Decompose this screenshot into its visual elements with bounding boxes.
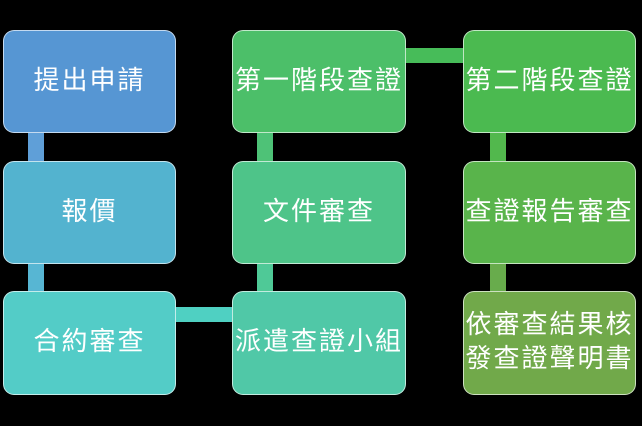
connector-report-to-statement bbox=[490, 260, 506, 296]
flow-step-label: 依審查結果核 發查證聲明書 bbox=[465, 310, 634, 374]
connector-submit-to-quotation bbox=[28, 129, 44, 165]
flow-step-dispatch-verification-team: 派遣查證小組 bbox=[232, 291, 406, 395]
flow-step-contract-review: 合約審查 bbox=[3, 291, 176, 395]
flow-step-label: 合約審查 bbox=[33, 327, 146, 358]
flow-step-quotation: 報價 bbox=[3, 161, 176, 264]
flow-step-label: 第二階段查證 bbox=[465, 65, 634, 96]
flow-step-label: 第一階段查證 bbox=[234, 65, 403, 96]
connector-stage1-to-stage2 bbox=[401, 48, 468, 63]
flow-step-submit-application: 提出申請 bbox=[3, 30, 176, 133]
flow-step-label: 派遣查證小組 bbox=[234, 327, 403, 358]
flow-step-stage2-verification: 第二階段查證 bbox=[463, 30, 636, 133]
flow-step-label: 提出申請 bbox=[33, 65, 146, 96]
flow-step-label: 查證報告審查 bbox=[465, 196, 634, 227]
connector-document-to-stage1 bbox=[257, 129, 273, 165]
connector-dispatch-to-document bbox=[257, 260, 273, 296]
flow-step-issue-verification-statement: 依審查結果核 發查證聲明書 bbox=[463, 291, 636, 395]
connector-quotation-to-contract bbox=[28, 260, 44, 296]
flow-step-label: 報價 bbox=[61, 196, 118, 227]
flow-step-label: 文件審查 bbox=[262, 196, 375, 227]
flow-step-verification-report-review: 查證報告審查 bbox=[463, 161, 636, 264]
flow-step-stage1-verification: 第一階段查證 bbox=[232, 30, 406, 133]
connector-stage2-to-report bbox=[490, 129, 506, 165]
flow-step-document-review: 文件審查 bbox=[232, 161, 406, 264]
connector-contract-to-dispatch bbox=[170, 307, 238, 322]
